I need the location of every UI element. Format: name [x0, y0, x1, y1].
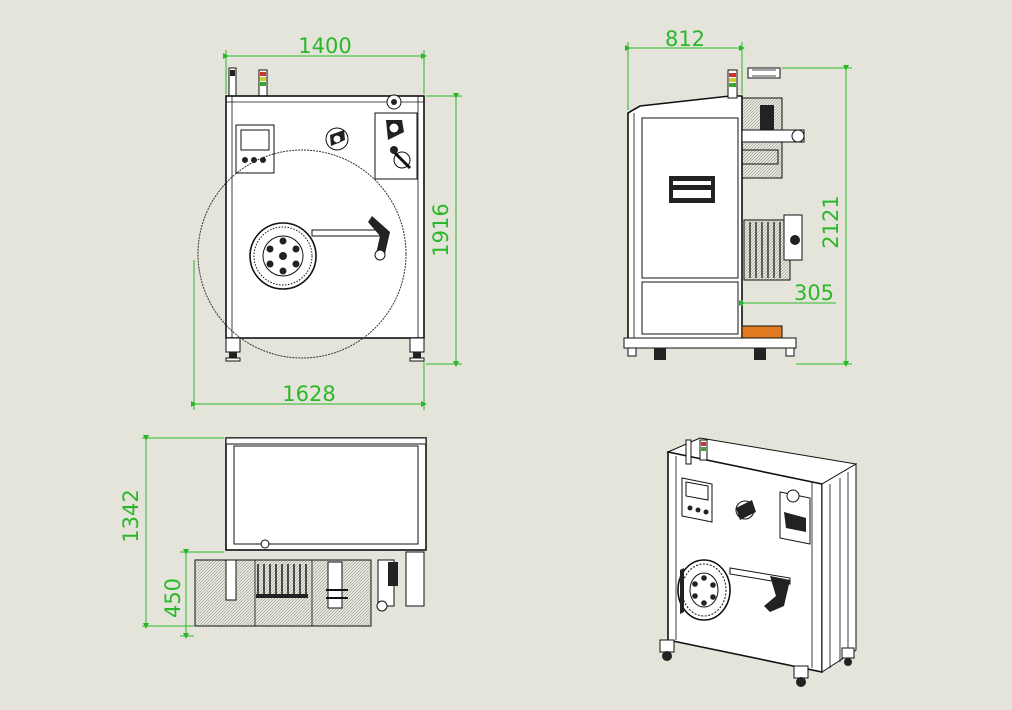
- iso-control-panel: [681, 477, 713, 523]
- front-base-dimension: 1628: [191, 260, 427, 410]
- side-offset-label: 305: [794, 281, 834, 305]
- caster-wheel-icon: [225, 337, 425, 362]
- control-panel-icon: [235, 124, 275, 174]
- top-reel-teeth: [256, 564, 308, 598]
- side-height-dimension: 2121: [782, 65, 852, 367]
- side-logo-plate: [669, 176, 715, 203]
- top-depth-label: 1342: [119, 489, 143, 542]
- side-reel: [743, 214, 803, 281]
- reel-icon: [197, 149, 407, 359]
- top-extension-dimension: 450: [161, 549, 224, 639]
- isometric-view: [659, 437, 858, 687]
- side-pulley-block: [741, 97, 805, 179]
- front-height-dimension: 1916: [426, 93, 462, 367]
- front-width-label: 1400: [298, 34, 351, 58]
- iso-reel: [677, 559, 791, 621]
- front-height-label: 1916: [429, 203, 453, 256]
- front-view: [197, 67, 425, 362]
- side-depth-label: 812: [665, 27, 705, 51]
- pulley-unit: [374, 94, 418, 180]
- front-base-label: 1628: [282, 382, 335, 406]
- side-view: [623, 67, 805, 360]
- tension-arm: [325, 127, 349, 151]
- side-height-label: 2121: [819, 195, 843, 248]
- side-offset-dimension: 305: [739, 281, 836, 306]
- top-extension-label: 450: [161, 578, 185, 618]
- front-width-dimension: 1400: [223, 34, 427, 94]
- side-depth-dimension: 812: [625, 27, 745, 110]
- top-view: [194, 437, 427, 627]
